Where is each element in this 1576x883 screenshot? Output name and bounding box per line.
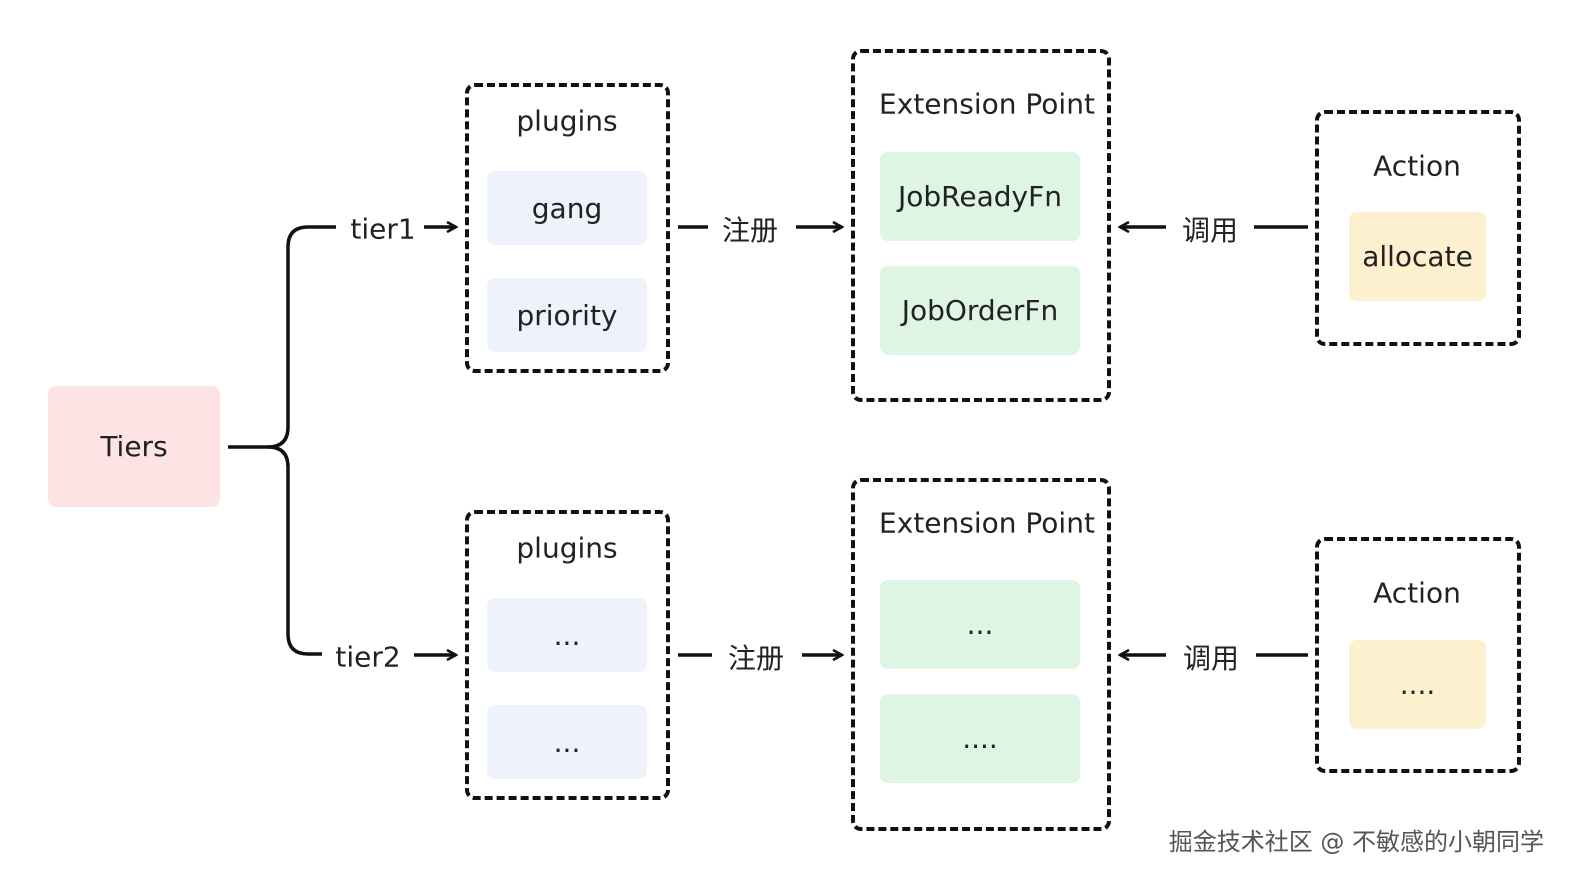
tier2-label: tier2 <box>335 640 401 674</box>
tier1-extension-group <box>851 49 1111 402</box>
tier2-plugins-title: plugins <box>516 531 618 565</box>
tier1-plugins-group <box>465 83 670 373</box>
tiers-node: Tiers <box>48 386 220 507</box>
tier1-call-label: 调用 <box>1181 214 1239 247</box>
tier2-extension-item: .... <box>880 694 1080 783</box>
plugin-item-label: gang <box>531 191 603 225</box>
tier2-extension-group <box>851 478 1111 831</box>
tier1-action-item: allocate <box>1349 212 1486 301</box>
plugin-item-label: ... <box>553 725 581 759</box>
tier2-register-label: 注册 <box>727 642 785 675</box>
tiers-label: Tiers <box>100 430 168 463</box>
tier2-extension-title: Extension Point <box>879 506 1095 540</box>
tiers-bracket <box>228 225 336 449</box>
tier1-label: tier1 <box>350 212 416 246</box>
tier1-action-group <box>1315 110 1521 346</box>
tier2-action-title: Action <box>1373 576 1461 610</box>
action-item-label: allocate <box>1362 240 1473 273</box>
tiers-bracket-lower <box>267 445 322 656</box>
extension-item-label: ... <box>966 608 994 641</box>
tier1-plugin-item: gang <box>487 171 647 245</box>
tier1-plugin-item: priority <box>487 278 647 352</box>
tier1-plugins-title: plugins <box>516 104 618 138</box>
tier2-call-label: 调用 <box>1182 642 1240 675</box>
extension-item-label: JobOrderFn <box>901 294 1059 327</box>
plugin-item-label: ... <box>553 618 581 652</box>
tier1-extension-item: JobOrderFn <box>880 266 1080 355</box>
tier2-extension-item: ... <box>880 580 1080 669</box>
extension-item-label: .... <box>962 722 998 755</box>
tier1-register-label: 注册 <box>721 214 779 247</box>
tier1-extension-item: JobReadyFn <box>880 152 1080 241</box>
extension-item-label: JobReadyFn <box>898 180 1062 213</box>
tier2-plugin-item: ... <box>487 598 647 672</box>
tier2-plugins-group <box>465 510 670 800</box>
watermark: 掘金技术社区 @ 不敏感的小朝同学 <box>1168 828 1544 856</box>
tier1-action-title: Action <box>1373 149 1461 183</box>
tier2-action-group <box>1315 537 1521 773</box>
action-item-label: .... <box>1399 668 1436 701</box>
plugin-item-label: priority <box>516 298 618 332</box>
tier2-action-item: .... <box>1349 640 1486 729</box>
tier2-plugin-item: ... <box>487 705 647 779</box>
tier1-extension-title: Extension Point <box>879 87 1095 121</box>
